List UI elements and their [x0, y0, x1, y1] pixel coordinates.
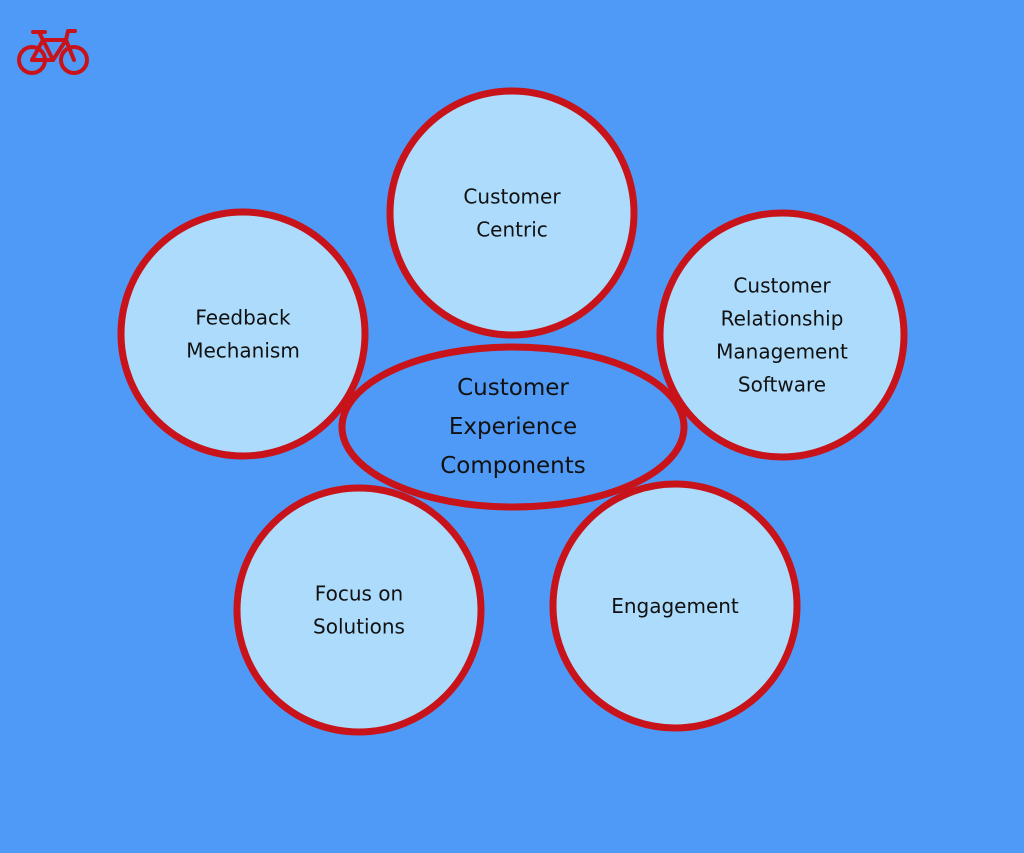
node-feedback-mechanism-label-line: Feedback: [195, 306, 291, 330]
center-label-line: Experience: [449, 414, 577, 440]
node-feedback-mechanism-label-line: Mechanism: [186, 339, 300, 363]
node-circle-customer-centric: [386, 87, 638, 339]
bicycle-icon: [17, 29, 89, 75]
center-label-line: Customer: [457, 375, 569, 401]
node-circle-feedback-mechanism: [117, 208, 369, 460]
node-crm-software-label-line: Customer: [733, 274, 831, 298]
node-crm-software-label-line: Software: [738, 373, 826, 397]
node-engagement-label-line: Engagement: [611, 594, 739, 618]
node-crm-software-label-line: Management: [716, 340, 848, 364]
node-focus-on-solutions: Focus on Solutions: [233, 484, 485, 736]
node-customer-centric-label-line: Centric: [476, 218, 548, 242]
center-label-line: Components: [440, 453, 586, 479]
node-circle-engagement: [549, 480, 801, 732]
center-ellipse: [338, 343, 688, 511]
node-engagement: Engagement: [549, 480, 801, 732]
node-focus-on-solutions-label-line: Solutions: [313, 615, 405, 639]
node-focus-on-solutions-label-line: Focus on: [315, 582, 403, 606]
node-circle-focus-on-solutions: [233, 484, 485, 736]
node-customer-centric-label-line: Customer: [463, 185, 561, 209]
node-crm-software-label-line: Relationship: [721, 307, 844, 331]
node-circle-crm-software: [656, 209, 908, 461]
